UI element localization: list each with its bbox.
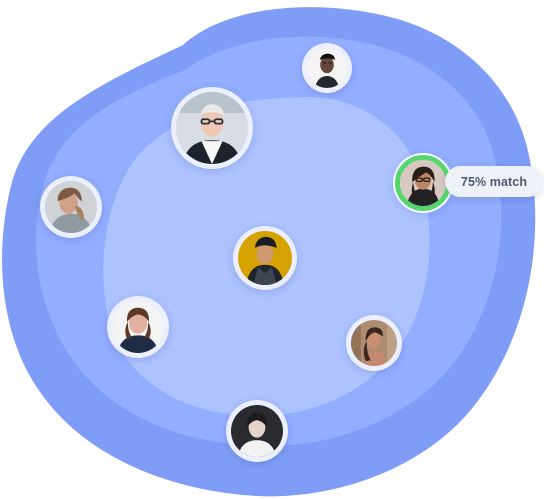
man-beanie-portrait-icon [238,231,292,285]
avatar-bottom-woman[interactable] [226,400,288,462]
woman-profile-portrait-icon [351,320,397,366]
avatar-top-right-man[interactable] [302,43,352,93]
young-man-portrait-icon [112,301,164,353]
woman-portrait-icon [45,181,97,233]
match-percentage-badge: 75% match [445,166,543,197]
man-portrait-icon [307,48,347,88]
avatar-older-man-glasses[interactable] [171,87,253,169]
smiling-woman-portrait-icon [400,160,446,206]
avatar-left-woman[interactable] [40,176,102,238]
avatar-highlighted-woman[interactable] [395,155,451,211]
woman-monochrome-portrait-icon [231,405,283,457]
avatar-right-woman[interactable] [346,315,402,371]
match-label: 75% match [460,174,528,189]
avatar-center-man-beanie[interactable] [233,226,297,290]
avatar-young-man[interactable] [107,296,169,358]
older-man-portrait-icon [176,92,248,164]
